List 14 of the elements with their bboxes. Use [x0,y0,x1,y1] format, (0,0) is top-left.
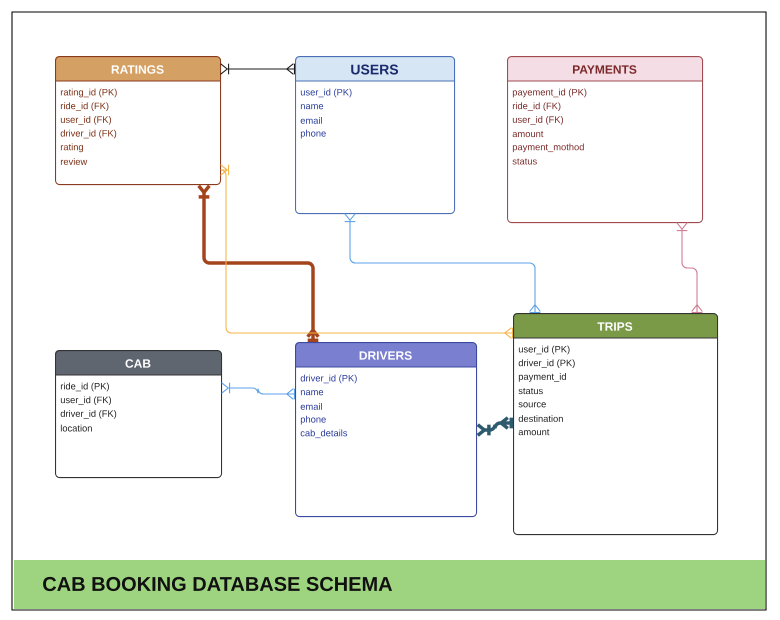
entity-table: RATINGS rating_id (PK) ride_id (FK) user_id (FK) driver_id (FK) rating review [55,56,222,186]
entity-table: CAB ride_id (PK) user_id (FK) driver_id (FK) location [55,350,222,478]
relationship-line [344,213,541,313]
relationship-line [221,382,295,400]
relationship-line [220,164,513,339]
title-banner: CAB BOOKING DATABASE SCHEMA [14,560,766,609]
relationship-line [476,416,514,437]
relationship-line [197,184,320,342]
relationship-line [220,63,295,75]
entity-table: PAYMENTS payement_id (PK) ride_id (FK) user_id (FK) amount payment_mothod status [507,56,704,224]
entity-table: USERS user_id (PK) name email phone [295,56,456,214]
entity-table: DRIVERS driver_id (PK) name email phone cab_details [295,342,478,518]
entity-table: TRIPS user_id (PK) driver_id (PK) payment_id status source destination amount [513,313,718,536]
relationship-line [676,222,703,313]
